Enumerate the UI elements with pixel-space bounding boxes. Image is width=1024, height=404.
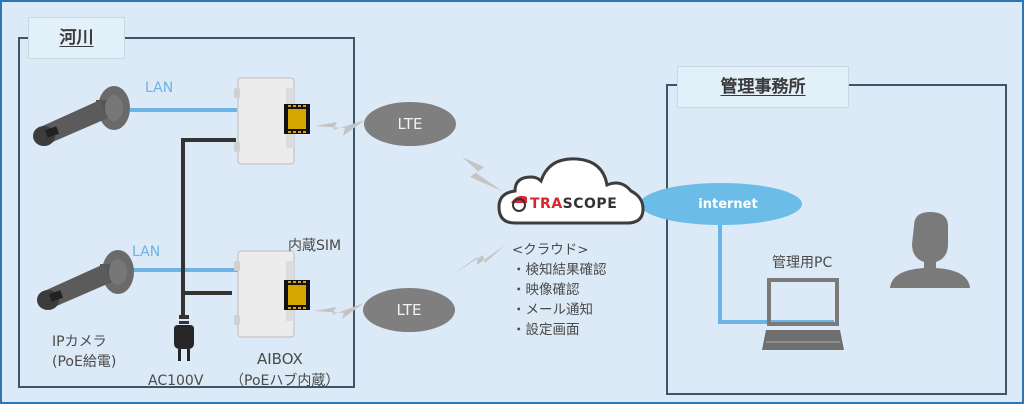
lte-label: LTE — [397, 115, 423, 133]
lightning-icon — [314, 303, 364, 319]
office-region-title: 管理事務所 — [677, 66, 849, 108]
cloud-feature-list: <クラウド> ・検知結果確認 ・映像確認 ・メール通知 ・設定画面 — [512, 240, 607, 340]
logo-text-red: TRA — [530, 196, 563, 212]
river-region — [18, 37, 355, 388]
lte-node-top: LTE — [364, 102, 456, 146]
lightning-icon — [462, 157, 502, 191]
cloud-feature: ・設定画面 — [512, 322, 580, 338]
aibox-label-line2: （PoEハブ内蔵） — [230, 373, 340, 389]
lan-label-bottom: LAN — [132, 244, 161, 260]
power-cable — [181, 138, 236, 317]
lightning-icon — [315, 120, 365, 136]
cloud-feature: ・映像確認 — [512, 282, 580, 298]
internet-label: internet — [698, 196, 758, 212]
laptop-icon — [762, 278, 844, 350]
sim-label: 内蔵SIM — [288, 238, 342, 254]
camera-icon — [37, 250, 134, 310]
logo-text-dark: SCOPE — [562, 196, 618, 212]
internet-node: internet — [640, 183, 802, 225]
lightning-icon — [455, 245, 505, 273]
lan-label-top: LAN — [145, 80, 174, 96]
pc-label: 管理用PC — [772, 255, 833, 271]
camera-icon — [33, 86, 130, 146]
power-label: AC100V — [148, 373, 204, 389]
cloud-feature: ・メール通知 — [512, 302, 593, 318]
lte-label: LTE — [396, 301, 422, 319]
lte-node-bottom: LTE — [363, 288, 455, 332]
cloud-heading: <クラウド> — [512, 242, 589, 258]
sim-card-icon — [284, 104, 310, 134]
camera-label-line2: (PoE給電) — [52, 354, 117, 370]
camera-label-line1: IPカメラ — [52, 334, 107, 350]
user-icon — [890, 212, 970, 288]
cloud-icon — [497, 157, 645, 225]
power-plug-icon — [174, 315, 194, 361]
cloud-feature: ・検知結果確認 — [512, 262, 607, 278]
sim-card-icon — [284, 280, 310, 310]
trascope-logo: TRASCOPE — [530, 196, 617, 212]
river-region-title: 河川 — [28, 17, 125, 59]
aibox-label-line1: AIBOX — [257, 350, 303, 368]
